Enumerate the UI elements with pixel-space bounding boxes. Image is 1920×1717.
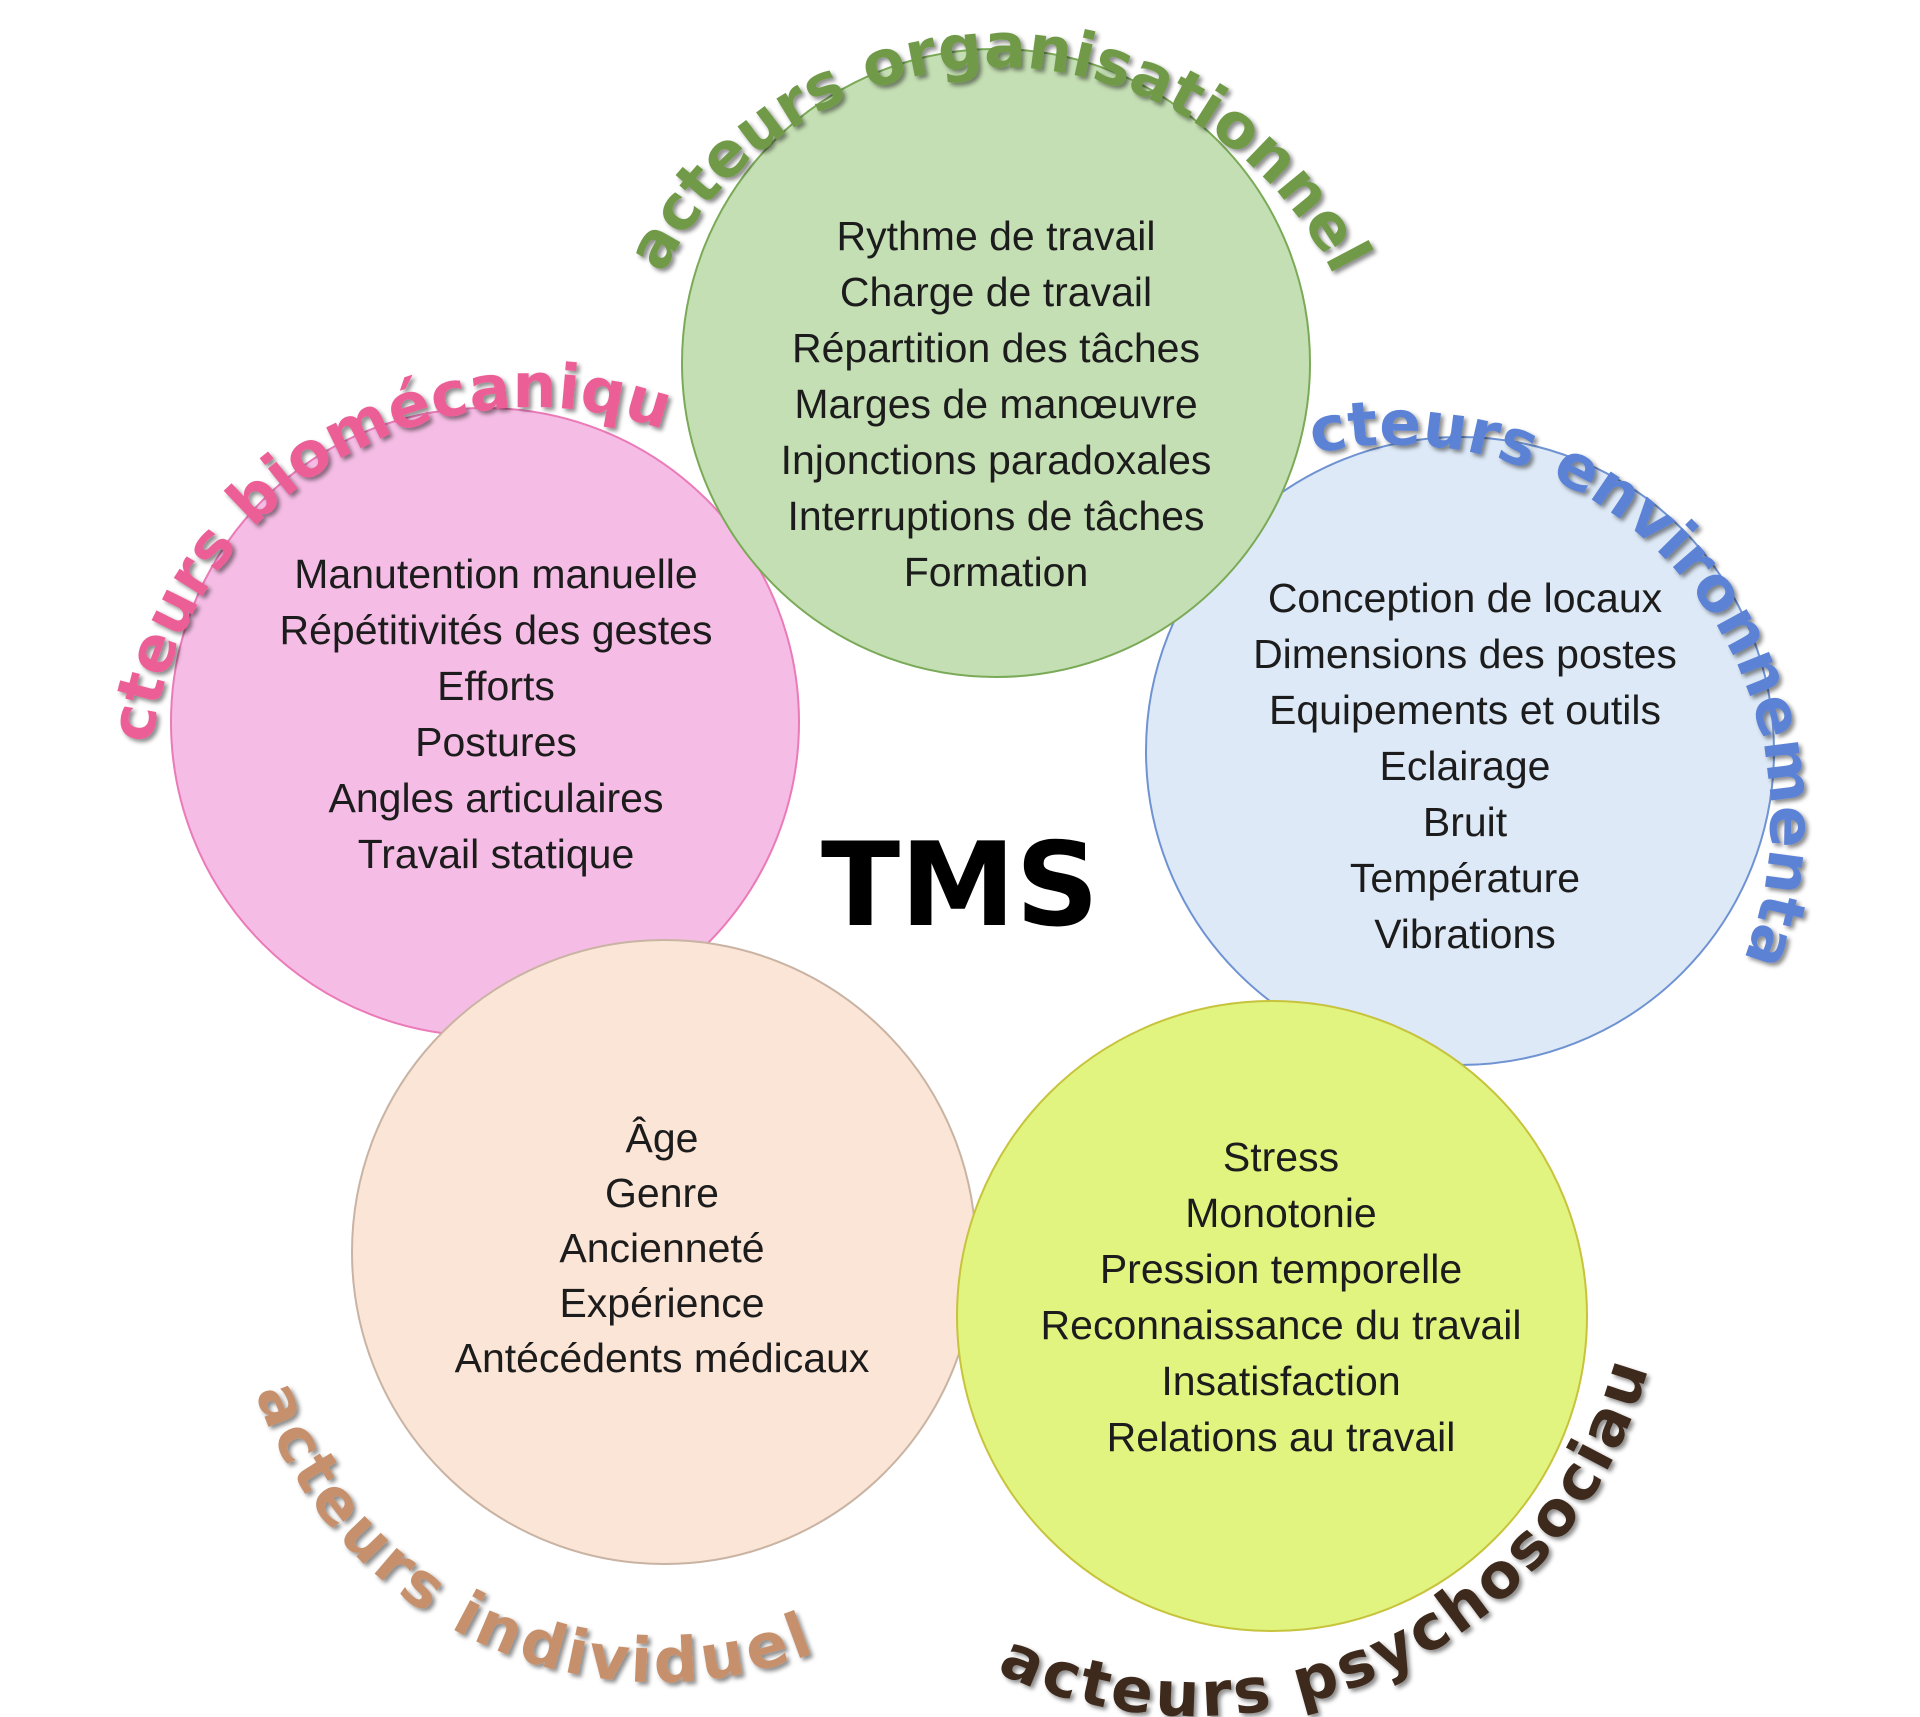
factor-item: Injonctions paradoxales <box>781 437 1212 483</box>
factor-item: Bruit <box>1423 799 1508 845</box>
circle-organisationnels <box>681 48 1311 678</box>
factor-item: Reconnaissance du travail <box>1041 1302 1522 1348</box>
factor-item: Dimensions des postes <box>1253 631 1677 677</box>
factor-item: Efforts <box>437 663 555 709</box>
factor-item: Pression temporelle <box>1100 1246 1462 1292</box>
center-label: TMS <box>821 818 1099 953</box>
factor-item: Répétitivités des gestes <box>279 607 712 653</box>
factor-item: Relations au travail <box>1107 1414 1456 1460</box>
factor-item: Interruptions de tâches <box>787 493 1204 539</box>
factor-item: Ancienneté <box>559 1225 764 1271</box>
factor-item: Manutention manuelle <box>294 551 697 597</box>
factor-item: Marges de manœuvre <box>794 381 1197 427</box>
factor-item: Postures <box>415 719 577 765</box>
factor-item: Stress <box>1223 1134 1339 1180</box>
factor-item: Travail statique <box>358 831 635 877</box>
factor-item: Vibrations <box>1374 911 1556 957</box>
factor-item: Charge de travail <box>840 269 1152 315</box>
factor-item: Genre <box>605 1170 719 1216</box>
factor-item: Rythme de travail <box>836 213 1155 259</box>
circle-psychosociaux <box>956 1000 1588 1632</box>
factor-item: Âge <box>626 1115 699 1161</box>
factor-item: Température <box>1350 855 1580 901</box>
factor-item: Répartition des tâches <box>792 325 1200 371</box>
factor-item: Conception de locaux <box>1268 575 1663 621</box>
factor-item: Monotonie <box>1185 1190 1376 1236</box>
factor-item: Formation <box>904 549 1089 595</box>
factor-item: Insatisfaction <box>1161 1358 1400 1404</box>
factor-item: Eclairage <box>1380 743 1551 789</box>
factor-item: Expérience <box>559 1280 764 1326</box>
factor-item: Equipements et outils <box>1269 687 1661 733</box>
factor-item: Antécédents médicaux <box>455 1335 870 1381</box>
factor-item: Angles articulaires <box>329 775 664 821</box>
